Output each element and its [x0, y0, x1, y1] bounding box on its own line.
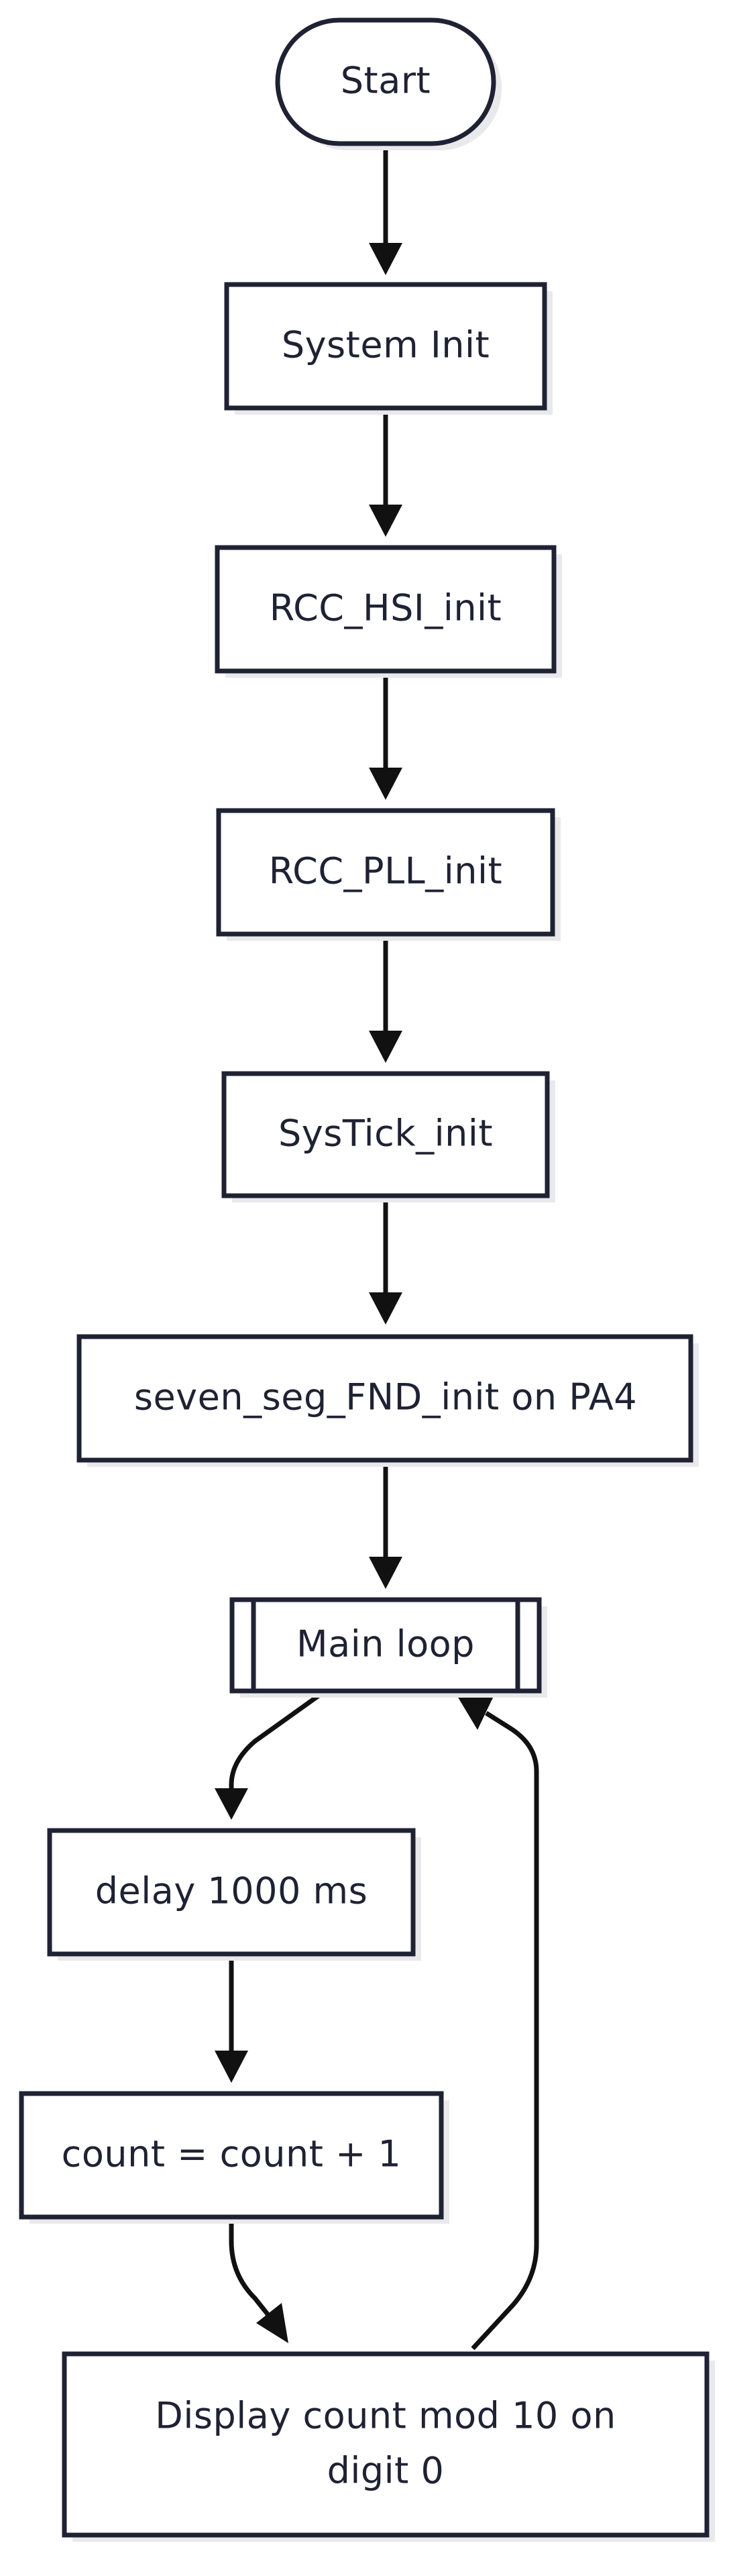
process-shape — [19, 2091, 444, 2220]
node-label: Main loop — [296, 1623, 475, 1665]
node-main-loop: Main loop — [229, 1597, 547, 1698]
node-systick-init: SysTick_init — [221, 1071, 555, 1202]
edge-main-loop-to-delay — [215, 1689, 327, 1820]
node-label: Start — [341, 60, 431, 102]
edge-display-to-main-loop — [457, 1696, 539, 2351]
node-label-line-2: digit 0 — [327, 2450, 445, 2492]
node-label: delay 1000 ms — [95, 1870, 368, 1912]
node-rcc-hsi-init: RCC_HSI_init — [215, 545, 562, 678]
node-display: Display count mod 10 on digit 0 — [62, 2351, 715, 2542]
edge-seven-seg-init-to-main-loop — [369, 1461, 402, 1589]
arrowhead — [369, 1557, 402, 1589]
nodes: Start System Init RCC_HSI_init RCC_PLL_i… — [19, 17, 715, 2542]
node-start: Start — [275, 17, 502, 150]
process-shape — [216, 808, 555, 937]
arrowhead — [369, 243, 402, 275]
arrowhead — [369, 505, 402, 537]
arrowhead — [256, 2303, 288, 2343]
edges — [215, 148, 539, 2351]
subroutine-shape — [229, 1597, 542, 1694]
terminal-shape — [275, 17, 496, 146]
edge-rcc-pll-init-to-systick-init — [369, 937, 402, 1063]
node-rcc-pll-init: RCC_PLL_init — [216, 808, 561, 941]
arrowhead — [369, 1292, 402, 1325]
process-shape — [62, 2351, 710, 2538]
edge-systick-init-to-seven-seg-init — [369, 1198, 402, 1325]
process-shape — [215, 545, 557, 674]
arrowhead — [215, 2051, 248, 2083]
node-label: seven_seg_FND_init on PA4 — [134, 1376, 637, 1419]
edge-start-to-system-init — [369, 148, 402, 275]
node-label: SysTick_init — [278, 1113, 493, 1155]
process-shape — [221, 1071, 550, 1198]
process-shape — [224, 282, 547, 411]
process-shape — [76, 1334, 693, 1463]
node-delay: delay 1000 ms — [47, 1828, 421, 1961]
arrowhead — [369, 768, 402, 800]
node-system-init: System Init — [224, 282, 553, 415]
arrowhead — [457, 1696, 493, 1730]
process-shape — [47, 1828, 416, 1957]
node-label: System Init — [282, 324, 490, 366]
node-label: RCC_HSI_init — [270, 587, 502, 629]
arrowhead — [215, 1788, 248, 1820]
edge-rcc-hsi-init-to-rcc-pll-init — [369, 674, 402, 800]
node-count-increment: count = count + 1 — [19, 2091, 449, 2224]
node-label: count = count + 1 — [62, 2133, 402, 2175]
node-label: RCC_PLL_init — [269, 850, 502, 892]
node-label-line-1: Display count mod 10 on — [155, 2395, 616, 2437]
edge-count-increment-to-display — [229, 2218, 288, 2343]
edge-system-init-to-rcc-hsi-init — [369, 411, 402, 537]
arrowhead — [369, 1031, 402, 1063]
node-seven-seg-init: seven_seg_FND_init on PA4 — [76, 1334, 699, 1467]
edge-delay-to-count-increment — [215, 1954, 248, 2083]
